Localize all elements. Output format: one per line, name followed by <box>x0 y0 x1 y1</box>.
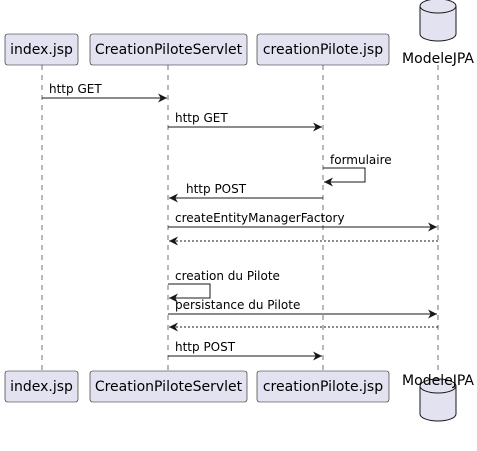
message-3: formulaire <box>323 153 392 187</box>
message-7: creation du Pilote <box>168 269 280 303</box>
database-icon-top <box>419 0 457 14</box>
participant-servlet-bottom: CreationPiloteServlet <box>89 370 248 403</box>
participant-servlet-top: CreationPiloteServlet <box>89 33 248 66</box>
participant-index-bottom: index.jsp <box>4 370 79 403</box>
participant-label: ModeleJPA <box>402 373 474 389</box>
participant-box <box>89 33 248 66</box>
participant-label: creationPilote.jsp <box>263 379 383 395</box>
message-8: persistance du Pilote <box>168 298 437 319</box>
database-icon <box>419 6 457 42</box>
message-4: http POST <box>169 182 323 203</box>
message-label: persistance du Pilote <box>175 298 300 312</box>
participant-index-top: index.jsp <box>4 33 79 66</box>
participant-label: creationPilote.jsp <box>263 42 383 58</box>
participant-label: CreationPiloteServlet <box>95 379 243 395</box>
message-label: http POST <box>186 182 247 196</box>
participant-label: ModeleJPA <box>402 51 474 67</box>
message-label: http GET <box>175 111 228 125</box>
message-label: http GET <box>49 82 102 96</box>
message-label: createEntityManagerFactory <box>175 211 345 225</box>
participant-jsp-top: creationPilote.jsp <box>256 33 390 66</box>
participant-label: index.jsp <box>10 42 73 58</box>
participant-jpa-bottom: ModeleJPA <box>402 373 474 422</box>
participant-box <box>256 33 390 66</box>
message-label: creation du Pilote <box>175 269 280 283</box>
participant-jpa-top: ModeleJPA <box>402 0 474 67</box>
message-1: http GET <box>42 82 167 103</box>
message-label: http POST <box>175 340 236 354</box>
participant-jsp-bottom: creationPilote.jsp <box>256 370 390 403</box>
participant-box <box>256 370 390 403</box>
participant-box <box>4 370 79 403</box>
self-message-arrow <box>168 283 211 303</box>
participant-box <box>4 33 79 66</box>
database-icon-top <box>419 378 457 394</box>
participant-label: CreationPiloteServlet <box>95 42 243 58</box>
message-10: http POST <box>168 340 322 361</box>
participant-label: index.jsp <box>10 379 73 395</box>
message-5: createEntityManagerFactory <box>168 211 437 232</box>
message-label: formulaire <box>330 153 392 167</box>
self-message-arrow <box>323 167 366 187</box>
message-2: http GET <box>168 111 322 132</box>
participant-box <box>89 370 248 403</box>
database-icon <box>419 386 457 422</box>
